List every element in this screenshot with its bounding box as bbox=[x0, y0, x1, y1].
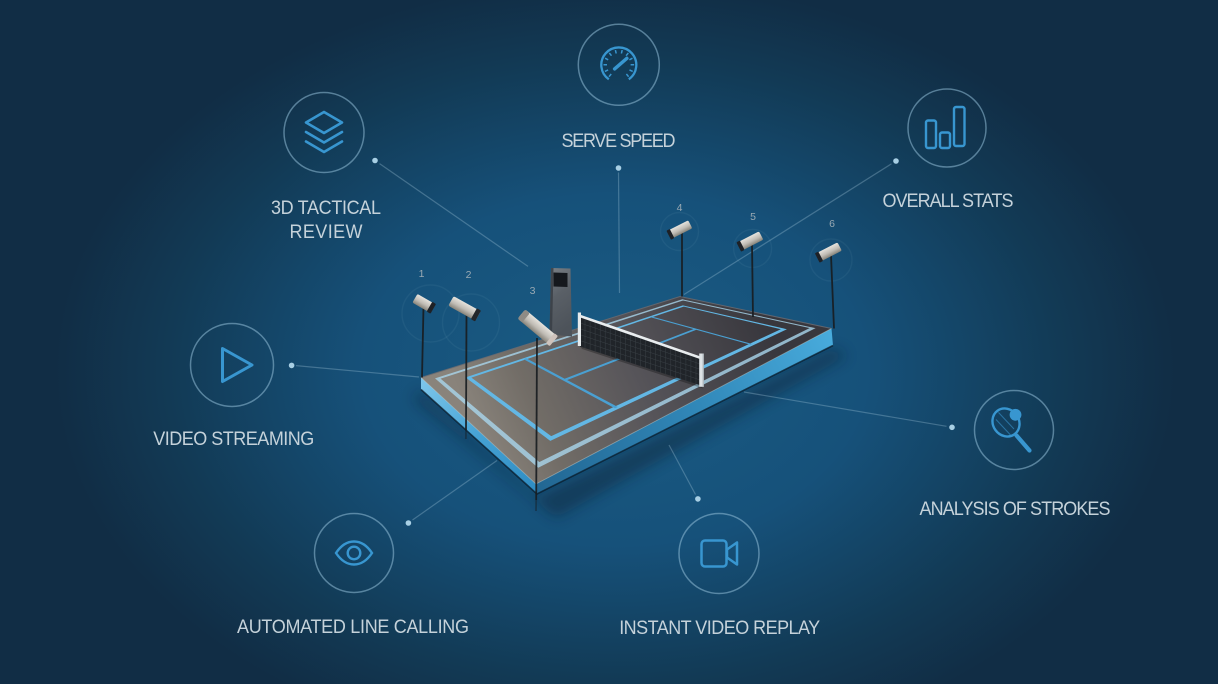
svg-text:3D TACTICAL: 3D TACTICAL bbox=[271, 196, 381, 218]
svg-text:3: 3 bbox=[530, 285, 536, 297]
svg-text:ANALYSIS OF STROKES: ANALYSIS OF STROKES bbox=[919, 497, 1110, 519]
svg-text:4: 4 bbox=[677, 202, 683, 214]
svg-text:1: 1 bbox=[419, 268, 425, 280]
svg-text:2: 2 bbox=[466, 269, 472, 281]
svg-text:SERVE SPEED: SERVE SPEED bbox=[562, 129, 676, 151]
svg-text:VIDEO STREAMING: VIDEO STREAMING bbox=[153, 427, 314, 449]
svg-text:AUTOMATED LINE CALLING: AUTOMATED LINE CALLING bbox=[237, 615, 469, 637]
svg-text:6: 6 bbox=[829, 218, 835, 230]
svg-text:OVERALL STATS: OVERALL STATS bbox=[883, 189, 1014, 211]
svg-text:5: 5 bbox=[750, 211, 756, 223]
svg-text:REVIEW: REVIEW bbox=[290, 220, 363, 242]
svg-text:INSTANT VIDEO REPLAY: INSTANT VIDEO REPLAY bbox=[619, 616, 820, 638]
